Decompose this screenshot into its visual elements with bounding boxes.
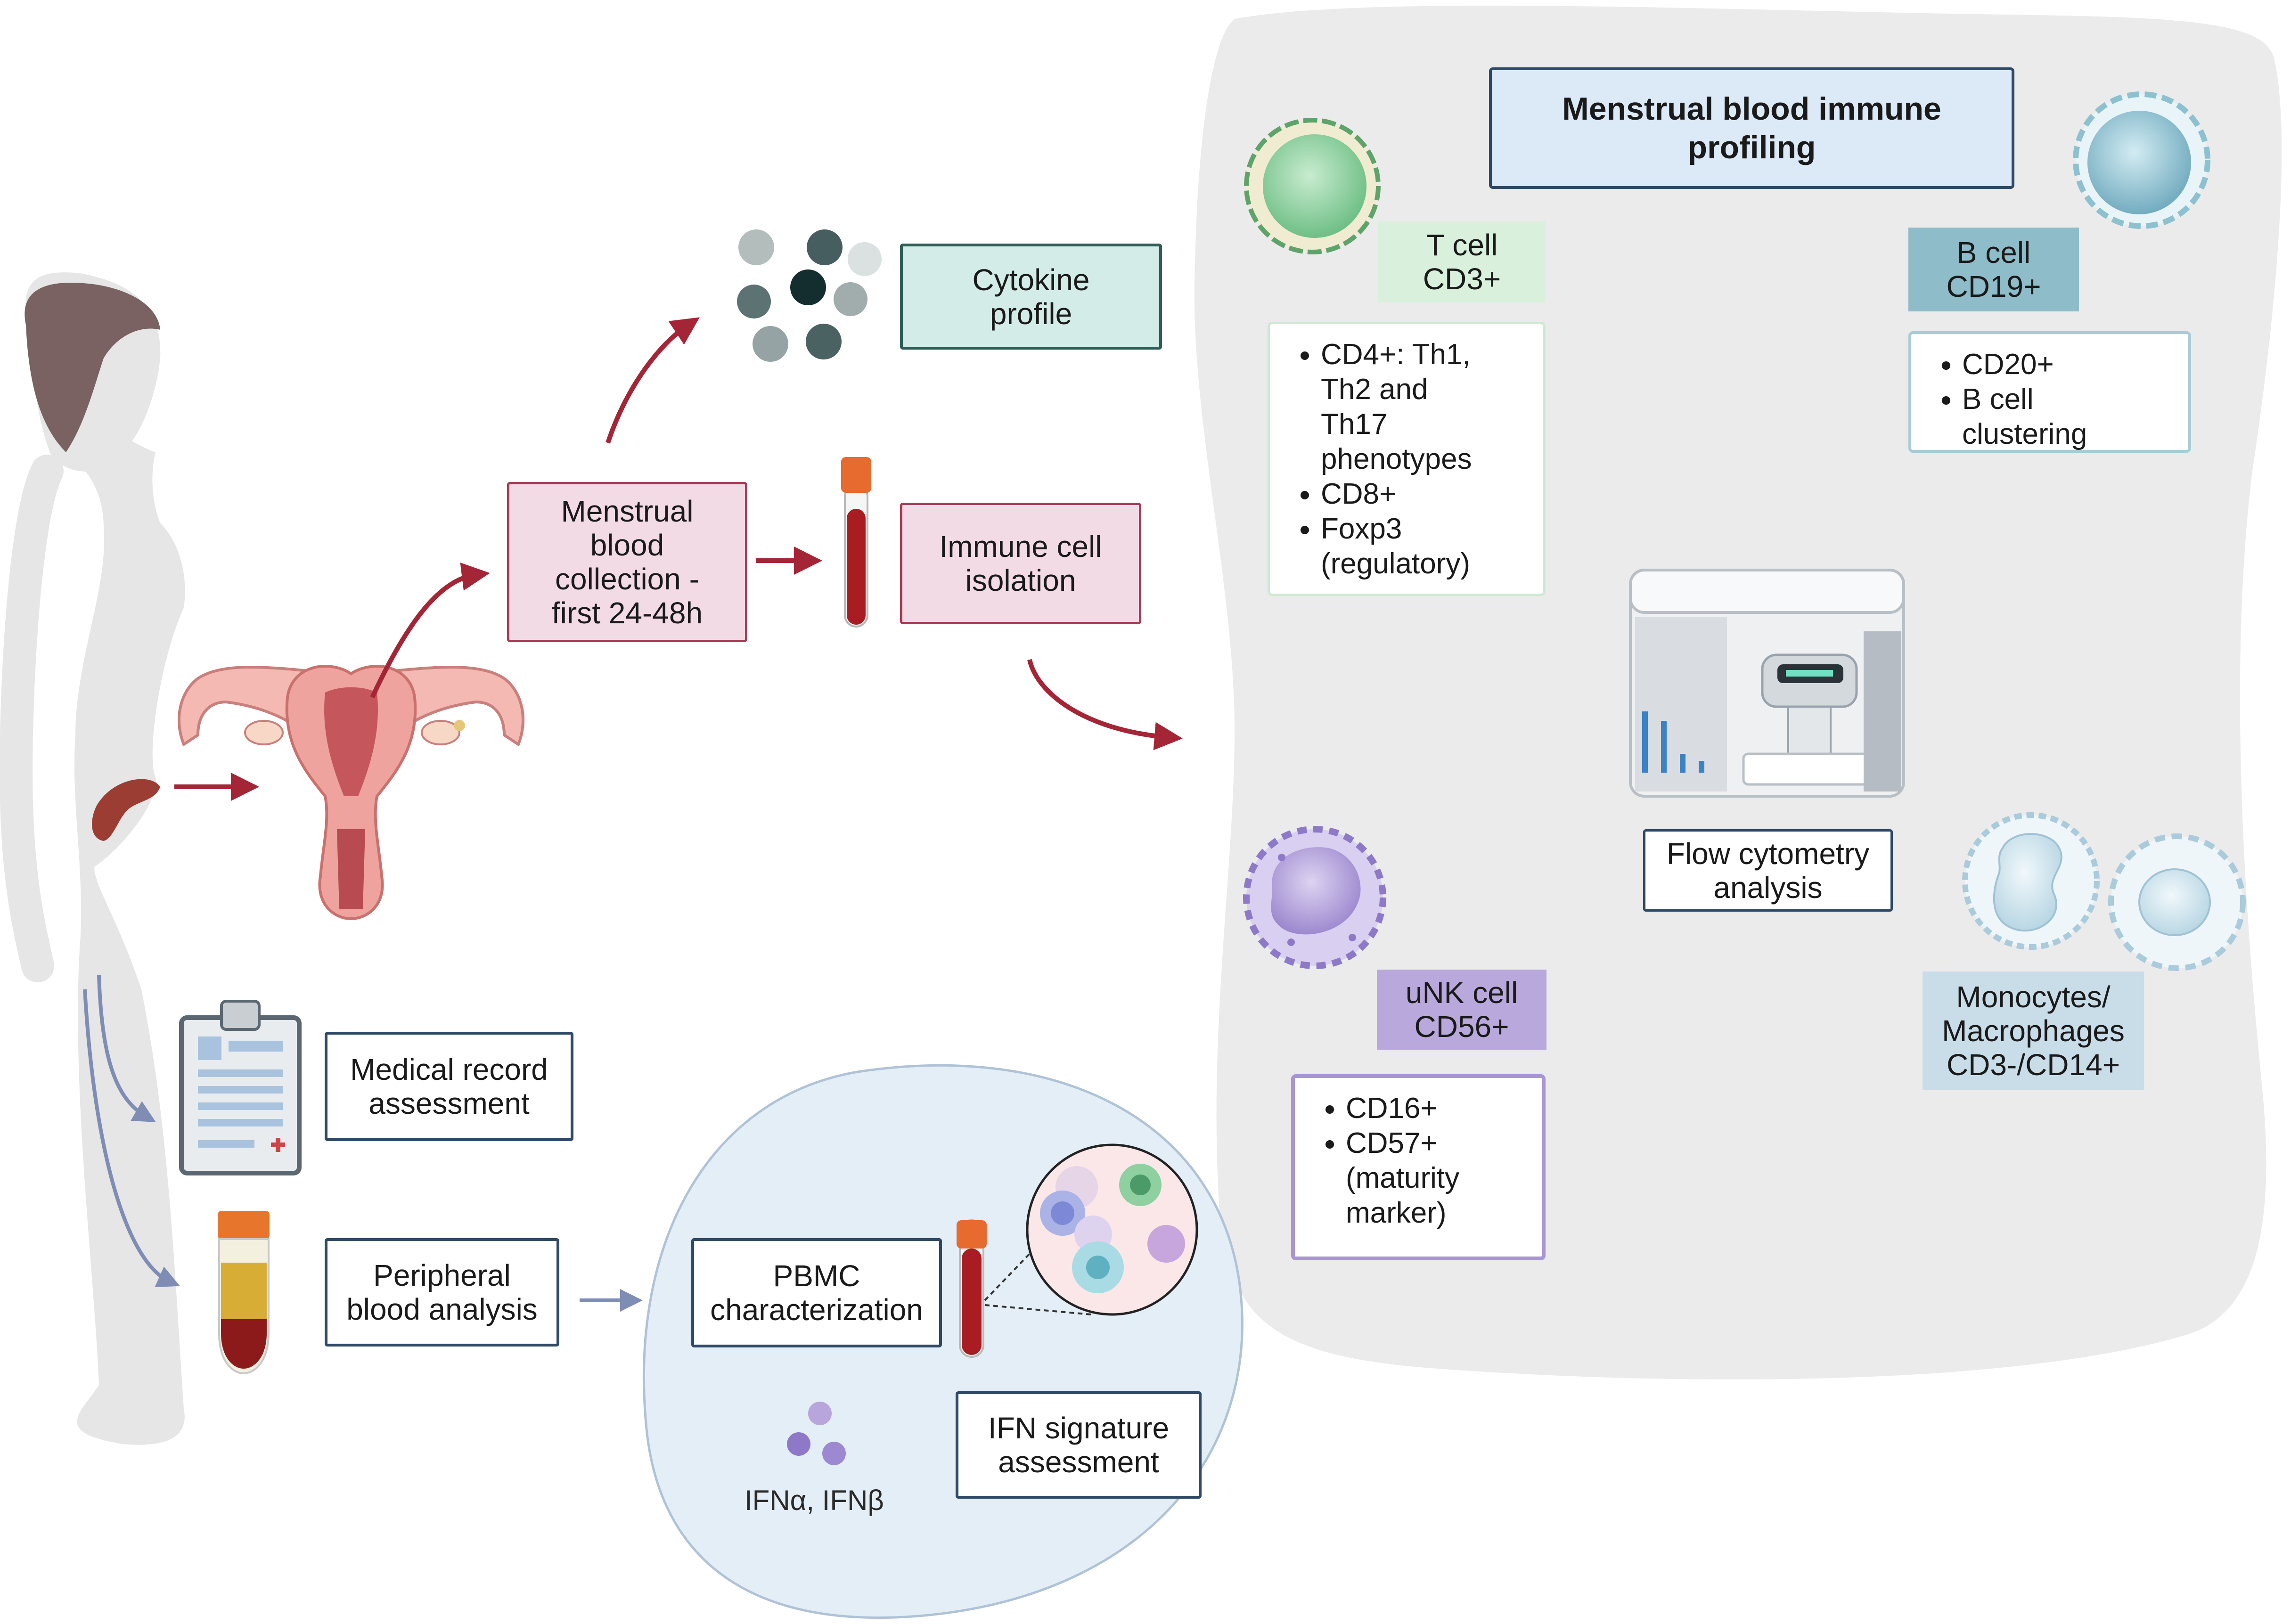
profiling-title-line-2: profiling	[1687, 130, 1816, 165]
b-cell-item-text: B cell	[1962, 383, 2034, 416]
peripheral-blood-line-2: blood analysis	[346, 1292, 538, 1326]
t-cell-item-text: Foxp3	[1321, 513, 1402, 545]
monocyte-icon	[1962, 812, 2100, 950]
medical-record-line-1: Medical record	[350, 1053, 548, 1086]
immune-isolation-line-1: Immune cell	[939, 530, 1102, 563]
menstrual-collection-line-2: blood	[590, 528, 664, 562]
pbmc-line-1: PBMC	[773, 1259, 860, 1293]
menstrual-collection-box: Menstrual blood collection - first 24-48…	[507, 482, 747, 642]
flow-cytometry-box: Flow cytometry analysis	[1643, 829, 1893, 912]
monocytes-label: Monocytes/ Macrophages CD3-/CD14+	[1923, 971, 2144, 1090]
flow-cytometry-line-2: analysis	[1713, 870, 1823, 905]
menstrual-collection-line-3: collection -	[555, 562, 699, 596]
b-cell-list: CD20+ B cell clustering	[1908, 331, 2191, 453]
nk-cell-list-item: CD57+ (maturity marker)	[1346, 1126, 1532, 1231]
t-cell-item-text: phenotypes	[1321, 443, 1472, 475]
uterus-icon	[178, 665, 524, 921]
flow-cytometry-line-1: Flow cytometry	[1666, 836, 1870, 871]
nk-cell-item-text: (maturity	[1346, 1162, 1460, 1194]
profiling-title-line-1: Menstrual blood immune	[1562, 91, 1941, 127]
b-cell-label-line-2: CD19+	[1946, 269, 2041, 303]
blood-tube-icon	[841, 457, 871, 628]
t-cell-item-text: (regulatory)	[1321, 547, 1470, 580]
profiling-title: Menstrual blood immune profiling	[1489, 67, 2014, 189]
t-cell-list-item: CD8+	[1321, 477, 1534, 512]
arrow-collection-to-cytokine	[605, 317, 700, 444]
cytokine-beads-icon	[737, 229, 882, 362]
monocytes-label-line-2: Macrophages	[1942, 1014, 2125, 1048]
woman-silhouette-icon	[0, 272, 185, 1445]
t-cell-label-line-2: CD3+	[1423, 262, 1501, 296]
blood-vial-icon	[218, 1211, 270, 1375]
cytokine-profile-box: Cytokine profile	[900, 244, 1162, 350]
t-cell-item-text: CD8+	[1321, 478, 1397, 510]
b-cell-item-text: CD20+	[1962, 348, 2054, 381]
t-cell-item-text: CD4+: Th1,	[1321, 338, 1471, 371]
immune-isolation-line-2: isolation	[965, 563, 1076, 597]
nk-cell-item-text: CD16+	[1346, 1092, 1438, 1125]
t-cell-list-item: CD4+: Th1, Th2 and Th17 phenotypes	[1321, 337, 1534, 477]
t-cell-label: T cell CD3+	[1378, 221, 1546, 302]
nk-cell-icon	[1243, 826, 1386, 969]
t-cell-list: CD4+: Th1, Th2 and Th17 phenotypes CD8+ …	[1268, 322, 1546, 596]
menstrual-collection-line-1: Menstrual	[561, 494, 694, 528]
pbmc-tube-icon	[957, 1143, 1198, 1358]
macrophage-icon	[2108, 833, 2246, 971]
flow-cytometer-icon	[1629, 569, 1905, 798]
ifn-signature-line-2: assessment	[998, 1445, 1159, 1479]
b-cell-label: B cell CD19+	[1908, 228, 2079, 311]
monocytes-label-line-1: Monocytes/	[1956, 980, 2111, 1014]
b-cell-label-line-1: B cell	[1956, 236, 2031, 269]
nk-cell-list: CD16+ CD57+ (maturity marker)	[1291, 1074, 1546, 1260]
arrow-body-to-record	[97, 975, 156, 1122]
clipboard-icon	[179, 1000, 302, 1175]
pbmc-characterization-box: PBMC characterization	[691, 1238, 942, 1347]
medical-record-box: Medical record assessment	[325, 1032, 573, 1141]
ifn-signature-line-1: IFN signature	[988, 1411, 1170, 1445]
b-cell-list-item: B cell clustering	[1962, 382, 2179, 452]
arrow-isolation-to-profiling	[1027, 659, 1183, 751]
nk-cell-label-line-1: uNK cell	[1405, 976, 1518, 1010]
menstrual-collection-line-4: first 24-48h	[551, 596, 703, 630]
cytokine-profile-line-1: Cytokine	[972, 262, 1090, 297]
t-cell-item-text: Th17	[1321, 408, 1388, 441]
b-cell-item-text: clustering	[1962, 418, 2087, 450]
arrow-uterus-to-collection	[370, 562, 490, 699]
t-cell-label-line-1: T cell	[1426, 228, 1498, 262]
t-cell-list-item: Foxp3 (regulatory)	[1321, 512, 1534, 581]
cytokine-profile-line-2: profile	[990, 296, 1072, 331]
b-cell-icon	[2073, 91, 2210, 229]
t-cell-item-text: Th2 and	[1321, 373, 1428, 406]
nk-cell-label: uNK cell CD56+	[1377, 970, 1546, 1050]
nk-cell-item-text: CD57+	[1346, 1127, 1438, 1159]
medical-record-line-2: assessment	[368, 1086, 530, 1120]
pbmc-line-2: characterization	[710, 1293, 923, 1327]
ifn-molecule-icon	[787, 1402, 846, 1465]
t-cell-icon	[1244, 118, 1381, 254]
peripheral-blood-line-1: Peripheral	[373, 1258, 511, 1292]
nk-cell-list-item: CD16+	[1346, 1091, 1532, 1126]
monocytes-label-line-3: CD3-/CD14+	[1946, 1048, 2120, 1082]
b-cell-list-item: CD20+	[1962, 347, 2179, 382]
nk-cell-item-text: marker)	[1346, 1197, 1447, 1229]
immune-isolation-box: Immune cell isolation	[900, 503, 1141, 624]
ifn-label: IFNα, IFNβ	[745, 1485, 884, 1516]
nk-cell-label-line-2: CD56+	[1414, 1010, 1509, 1044]
arrow-body-to-blood	[83, 989, 180, 1288]
peripheral-blood-box: Peripheral blood analysis	[325, 1238, 559, 1347]
ifn-signature-box: IFN signature assessment	[956, 1391, 1202, 1499]
